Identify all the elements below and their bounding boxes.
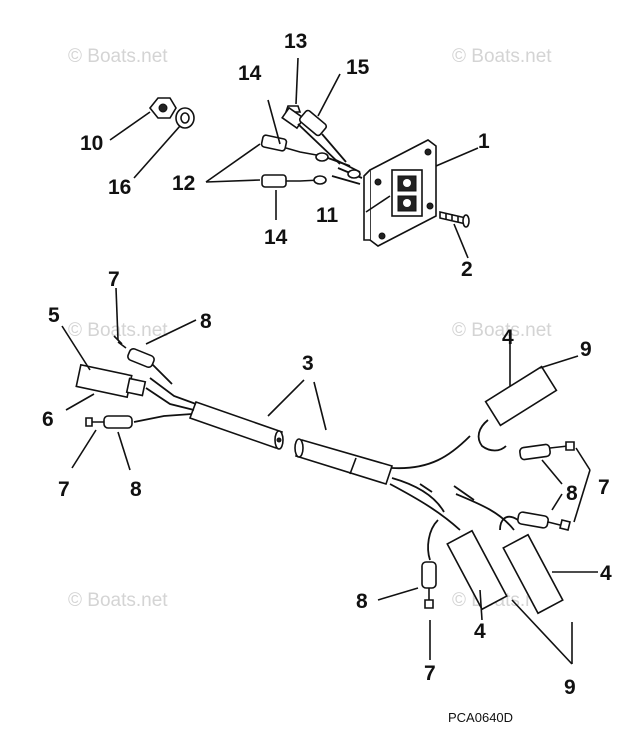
- mounting-screw: [439, 210, 470, 228]
- leader-lines: [61, 57, 598, 665]
- nut: [148, 97, 177, 119]
- callout-9: 9: [580, 338, 592, 361]
- callout-8: 8: [356, 590, 368, 613]
- connector-4-right: [502, 533, 564, 615]
- callout-15: 15: [346, 56, 370, 79]
- terminal-right-upper: [519, 441, 575, 461]
- plug-13: [281, 105, 341, 165]
- callout-7: 7: [108, 268, 120, 291]
- terminal-lower: [261, 174, 327, 188]
- connector-lower-left: [85, 415, 133, 429]
- connector-4-upper: [477, 365, 558, 452]
- wire-bundle-plate: [331, 159, 363, 185]
- callout-16: 16: [108, 176, 131, 199]
- callout-5: 5: [48, 304, 60, 327]
- harness-right-sheath: [294, 438, 394, 485]
- callout-10: 10: [80, 132, 103, 155]
- plug-15: [298, 109, 347, 163]
- callout-9: 9: [564, 676, 576, 699]
- washer: [175, 107, 195, 129]
- watermark: © Boats.net: [452, 320, 552, 341]
- callout-6: 6: [42, 408, 54, 431]
- watermark: © Boats.net: [68, 590, 168, 611]
- terminal-right-lower: [499, 511, 571, 531]
- harness-left-branches: [133, 377, 197, 423]
- callout-11: 11: [316, 204, 339, 227]
- callout-4: 4: [502, 326, 514, 349]
- callout-14: 14: [238, 62, 262, 85]
- watermark: © Boats.net: [68, 46, 168, 67]
- callout-1: 1: [478, 130, 490, 153]
- callout-8: 8: [566, 482, 578, 505]
- connector-5: [75, 363, 147, 399]
- callout-7: 7: [598, 476, 610, 499]
- callout-7: 7: [58, 478, 70, 501]
- callout-2: 2: [461, 258, 473, 281]
- drawing-code: PCA0640D: [448, 710, 513, 725]
- switch-plate: [363, 139, 437, 247]
- callout-8: 8: [130, 478, 142, 501]
- harness-left-sheath: [188, 400, 284, 450]
- callout-14: 14: [264, 226, 288, 249]
- connector-4-middle: [446, 529, 508, 611]
- callout-8: 8: [200, 310, 212, 333]
- callout-7: 7: [424, 662, 436, 685]
- terminal-upper: [260, 134, 351, 167]
- callout-3: 3: [302, 352, 314, 375]
- callout-13: 13: [284, 30, 307, 53]
- callout-4: 4: [474, 620, 486, 643]
- callout-12: 12: [172, 172, 195, 195]
- callout-4: 4: [600, 562, 612, 585]
- watermark: © Boats.net: [452, 46, 552, 67]
- terminal-bottom: [421, 519, 439, 609]
- harness-right-branches: [389, 435, 515, 531]
